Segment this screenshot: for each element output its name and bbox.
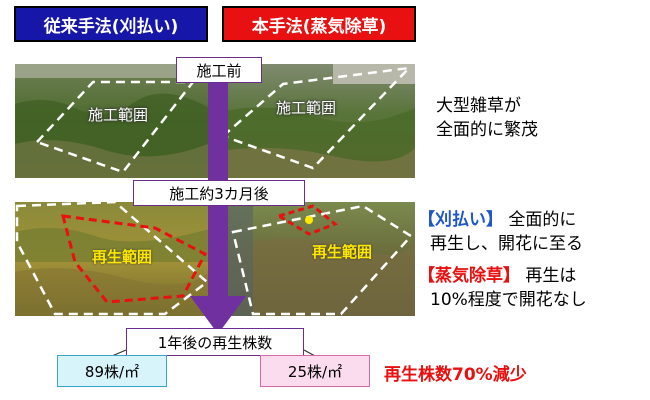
before-observation: 大型雑草が 全面的に繁茂 <box>436 94 538 142</box>
conventional-method-header: 従来手法(刈払い) <box>14 6 208 42</box>
regrowth-count-conventional: 89株/㎡ <box>57 355 167 387</box>
before-observation-line-1: 大型雑草が <box>436 96 521 116</box>
construction-area-label-conventional: 施工範囲 <box>88 106 149 124</box>
mowing-observation-line-2: 再生し、開花に至る <box>430 234 583 254</box>
before-observation-line-2: 全面的に繁茂 <box>436 120 538 140</box>
regrowth-area-label-new: 再生範囲 <box>312 243 373 261</box>
mowing-observation-line-1: 全面的に <box>508 210 577 230</box>
photo-before-conventional <box>15 64 213 178</box>
photo-3months-conventional <box>15 202 213 316</box>
vegetation-image-before-conventional <box>15 64 213 178</box>
construction-area-label-new: 施工範囲 <box>276 99 337 117</box>
steam-observation-line-2: 10%程度で開花なし <box>430 290 587 310</box>
stage-label-before: 施工前 <box>176 57 262 83</box>
steam-tag: 【蒸気除草】 <box>418 266 520 286</box>
mowing-tag: 【刈払い】 <box>418 210 503 230</box>
mowing-observation: 【刈払い】 全面的に 再生し、開花に至る <box>418 208 583 256</box>
regrowth-area-label-conventional: 再生範囲 <box>92 248 153 266</box>
steam-observation-line-1: 再生は <box>525 266 577 286</box>
process-arrow <box>190 78 246 334</box>
steam-observation: 【蒸気除草】 再生は 10%程度で開花なし <box>418 264 587 312</box>
new-method-header: 本手法(蒸気除草) <box>222 6 416 42</box>
stage-label-3-months: 施工約3カ月後 <box>133 180 305 206</box>
vegetation-image-before-new <box>213 64 415 178</box>
reduction-summary: 再生株数70%減少 <box>384 365 527 385</box>
regrowth-count-new: 25株/㎡ <box>260 355 370 387</box>
stage-label-1-year: 1年後の再生株数 <box>126 328 304 356</box>
photo-before-new <box>213 64 415 178</box>
vegetation-image-3months-conventional <box>15 202 213 316</box>
